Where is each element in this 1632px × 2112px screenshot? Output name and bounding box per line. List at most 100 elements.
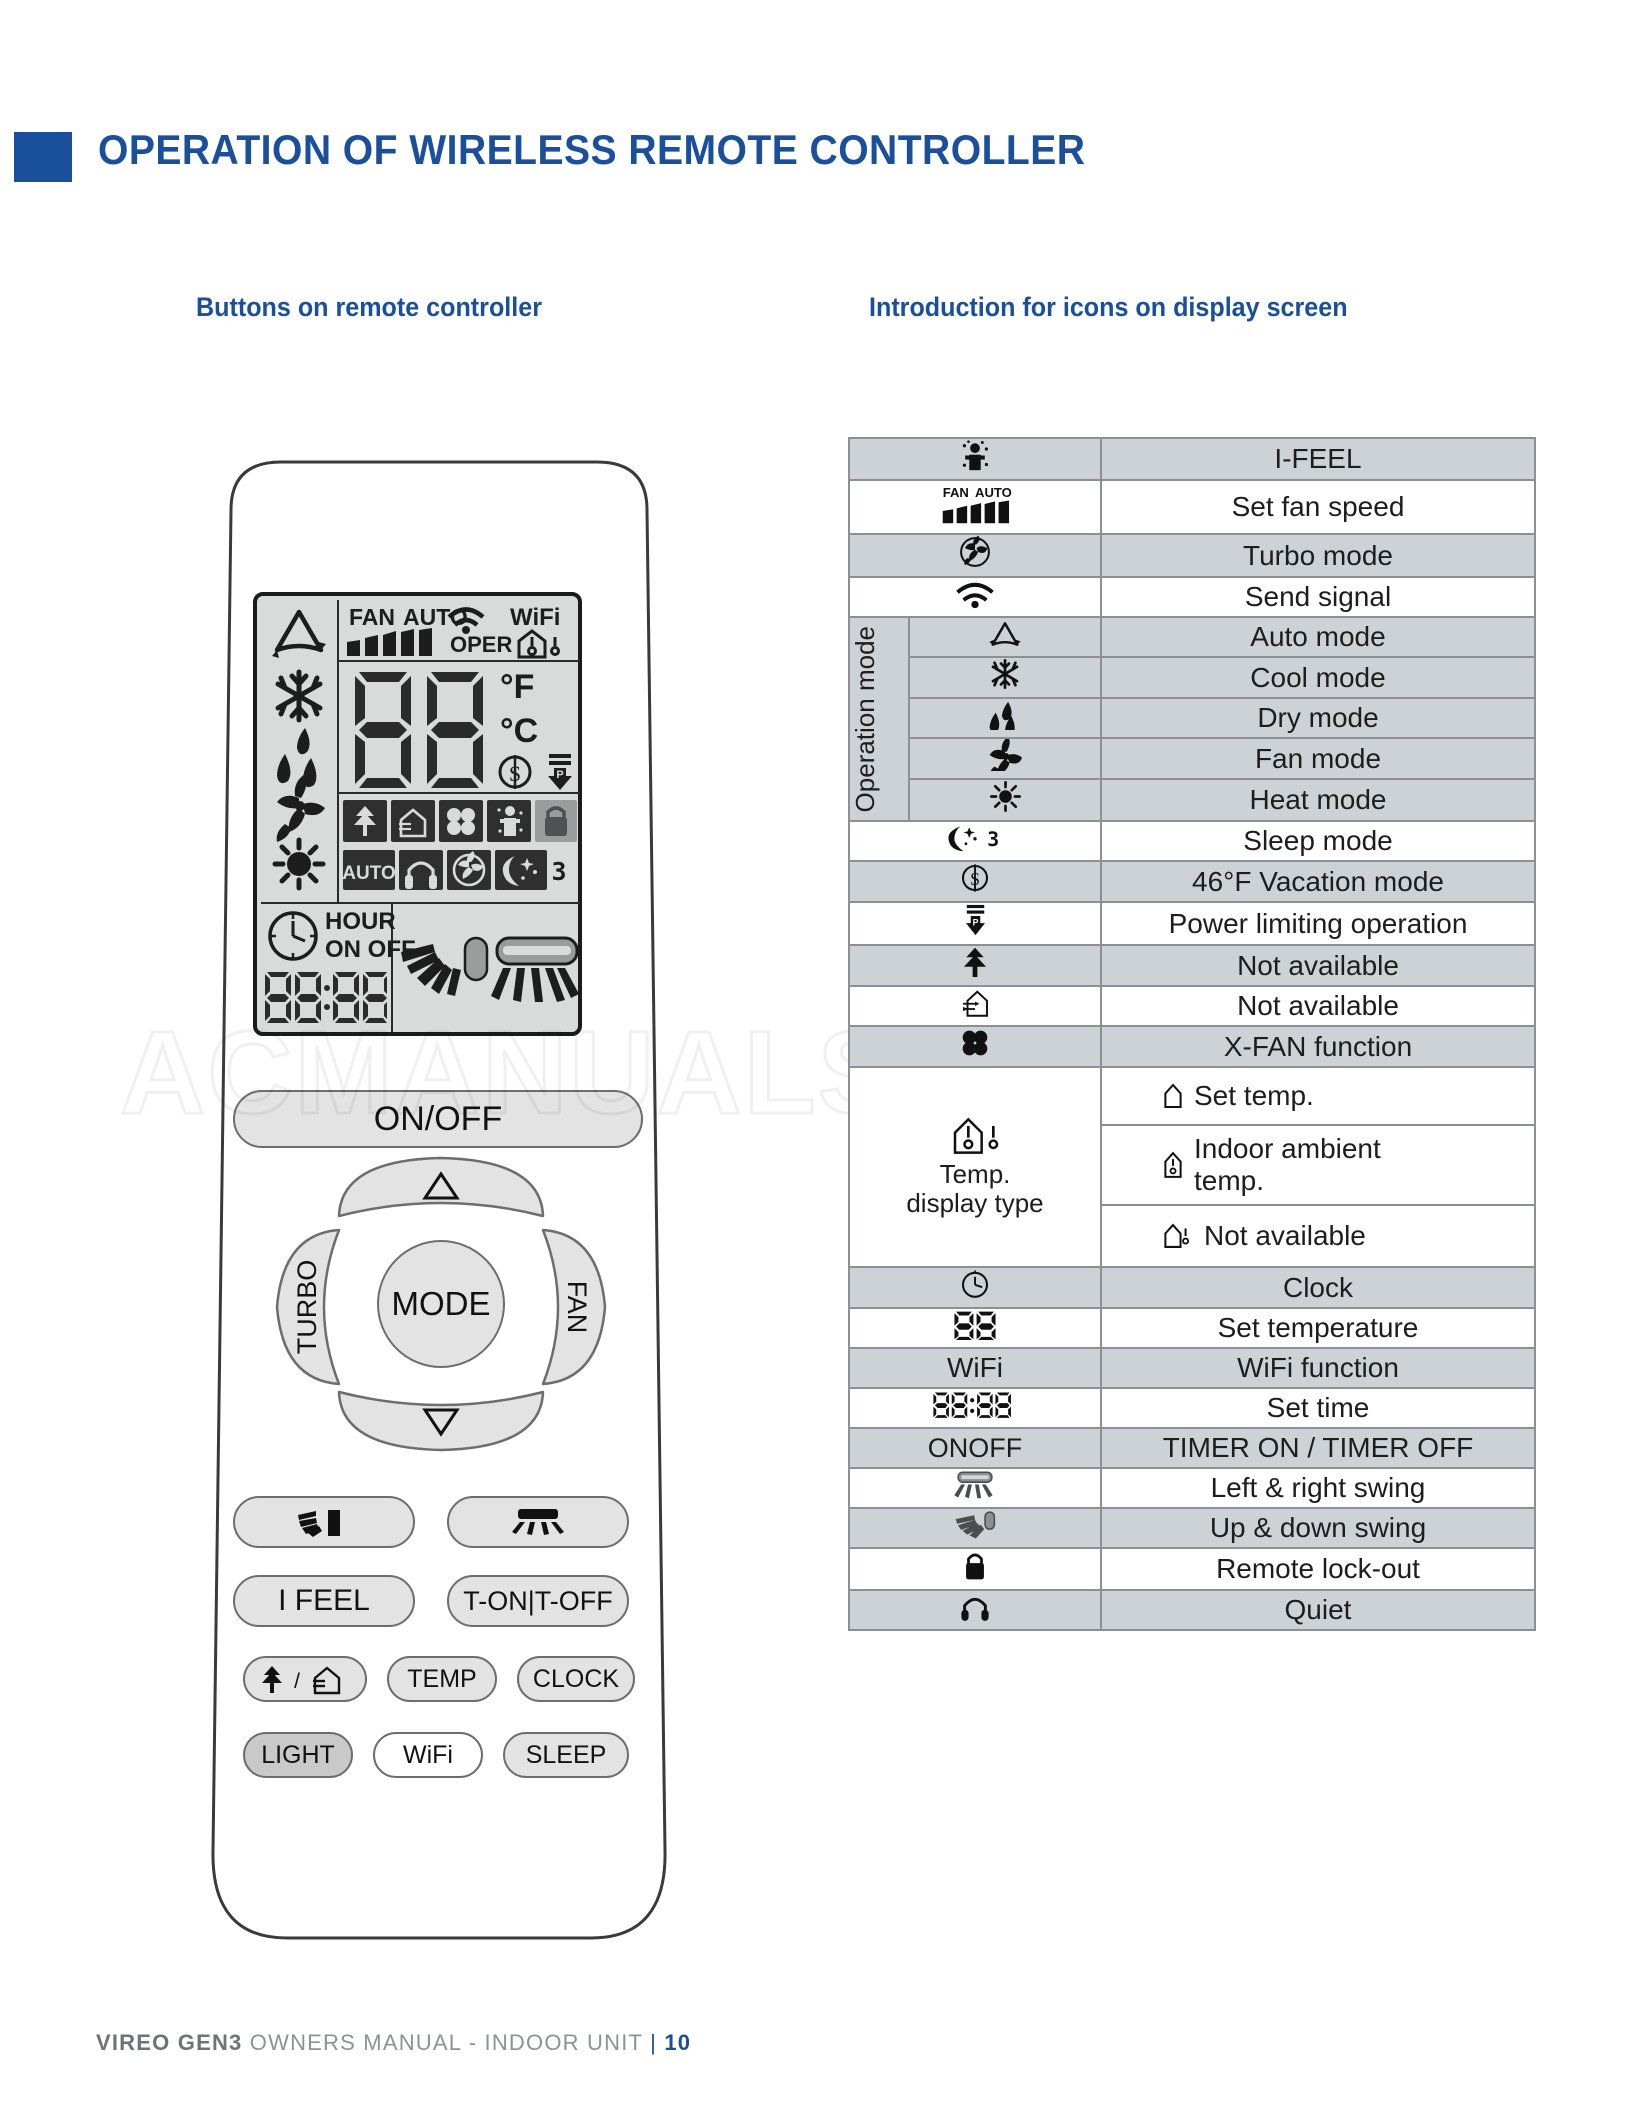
desc-cell: Not available bbox=[1100, 1204, 1536, 1268]
lcd-set-time-digits bbox=[265, 972, 387, 1023]
svg-text:FAN: FAN bbox=[943, 485, 969, 500]
clock-icon bbox=[961, 1270, 989, 1298]
footer-text: OWNERS MANUAL - INDOOR UNIT bbox=[249, 2030, 643, 2055]
tree-icon bbox=[963, 947, 987, 977]
remote-controller: FAN AUTO WiFi OPER bbox=[195, 440, 681, 1959]
light-button-label: LIGHT bbox=[261, 1740, 335, 1769]
power-limit-icon: P bbox=[965, 904, 985, 936]
onoff-button-label: ON/OFF bbox=[373, 1099, 503, 1138]
icon-cell-vacation: S bbox=[848, 860, 1102, 903]
table-row: Temp.display type Set temp. bbox=[848, 1066, 1536, 1268]
fan-speed-bars-icon: FAN AUTO bbox=[942, 485, 1012, 523]
lcd-unit-fahrenheit: °F bbox=[500, 668, 535, 706]
up-down-swing-icon bbox=[401, 936, 489, 996]
icon-cell-sleep-mode: 3 bbox=[848, 820, 1102, 862]
desc-text: Set temp. bbox=[1194, 1080, 1314, 1111]
house-exchange-icon bbox=[399, 808, 427, 838]
wifi-button[interactable]: WiFi bbox=[373, 1732, 483, 1778]
timer-button[interactable]: T-ON|T-OFF bbox=[447, 1575, 629, 1627]
fan-mode-icon bbox=[989, 736, 1022, 779]
left-right-swing-button-icon bbox=[512, 1509, 564, 1535]
dry-mode-icon bbox=[277, 728, 317, 788]
left-right-swing-icon bbox=[954, 1471, 993, 1499]
onoff-button[interactable]: ON/OFF bbox=[233, 1090, 643, 1148]
icon-cell-x-fan bbox=[848, 1025, 1102, 1068]
desc-cell: Auto mode bbox=[1100, 616, 1536, 658]
wifi-button-label: WiFi bbox=[403, 1740, 453, 1769]
lcd-send-signal-icon bbox=[447, 607, 485, 634]
left-right-swing-icon bbox=[491, 936, 579, 1002]
temp-button[interactable]: TEMP bbox=[387, 1656, 497, 1702]
heat-mode-icon bbox=[989, 781, 1021, 812]
up-down-swing-icon bbox=[955, 1511, 996, 1539]
svg-text:P: P bbox=[972, 918, 978, 928]
table-row: I-FEEL bbox=[848, 437, 1536, 481]
table-row: Not available bbox=[849, 1204, 1536, 1268]
fan-button[interactable]: FAN bbox=[527, 1224, 613, 1390]
icon-cell-onoff-text: ONOFF bbox=[848, 1427, 1102, 1469]
light-button[interactable]: LIGHT bbox=[243, 1732, 353, 1778]
icon-cell-power-limit: P bbox=[848, 901, 1102, 946]
desc-cell: Cool mode bbox=[1100, 656, 1536, 699]
down-button[interactable] bbox=[331, 1378, 551, 1458]
svg-text:/: / bbox=[294, 1670, 300, 1693]
ifeel-button[interactable]: I FEEL bbox=[233, 1575, 415, 1627]
lcd-onoff-label: ON OFF bbox=[325, 936, 416, 963]
desc-cell: Sleep mode bbox=[1100, 820, 1536, 862]
dollar-icon: S bbox=[961, 864, 989, 892]
power-limit-icon: P bbox=[548, 754, 572, 790]
icon-cell-quiet bbox=[848, 1589, 1102, 1631]
house-bar-dot-icon bbox=[1164, 1223, 1190, 1248]
table-row: 3 Sleep mode bbox=[848, 820, 1536, 862]
table-row: WiFi WiFi function bbox=[848, 1347, 1536, 1389]
lcd-feature-icons-row2: AUTO 3 bbox=[343, 850, 567, 890]
footer-separator: | bbox=[650, 2030, 658, 2055]
left-right-swing-button[interactable] bbox=[447, 1496, 629, 1548]
lcd-divider-timer bbox=[261, 902, 580, 904]
desc-cell: Set temperature bbox=[1100, 1307, 1536, 1349]
clock-button[interactable]: CLOCK bbox=[517, 1656, 635, 1702]
desc-cell: Power limiting operation bbox=[1100, 901, 1536, 946]
table-row: Remote lock-out bbox=[848, 1547, 1536, 1591]
lcd-swing-icons bbox=[401, 936, 579, 1002]
turbo-button[interactable]: TURBO bbox=[269, 1224, 355, 1390]
tree-icon bbox=[354, 806, 376, 836]
dollar-icon: S bbox=[498, 755, 532, 789]
icon-cell-tree bbox=[848, 944, 1102, 987]
table-row: Operation mode Auto mode bbox=[848, 616, 1536, 822]
svg-text:AUTO: AUTO bbox=[975, 485, 1012, 500]
temp-button-label: TEMP bbox=[407, 1664, 477, 1693]
mode-button[interactable]: MODE bbox=[377, 1240, 505, 1368]
group-label-temp-display: Temp.display type bbox=[848, 1066, 1102, 1268]
turbo-icon bbox=[452, 851, 486, 887]
table-row: Set temperature bbox=[848, 1307, 1536, 1349]
icon-cell-lock bbox=[848, 1547, 1102, 1591]
up-button[interactable] bbox=[331, 1150, 551, 1230]
lcd-sleep-digit: 3 bbox=[551, 857, 566, 886]
seg-88-icon bbox=[954, 1311, 996, 1340]
tree-house-button[interactable]: / bbox=[243, 1656, 367, 1702]
cool-mode-icon bbox=[991, 659, 1019, 689]
desc-cell: Send signal bbox=[1100, 576, 1536, 618]
house-plain-icon bbox=[1164, 1083, 1182, 1109]
svg-text:3: 3 bbox=[987, 828, 999, 851]
table-row: Not available bbox=[848, 944, 1536, 987]
lcd-wifi-label: WiFi bbox=[510, 604, 561, 631]
lcd-divider-status bbox=[337, 660, 580, 662]
icon-cell-cool-mode bbox=[908, 656, 1102, 699]
i-feel-icon bbox=[497, 806, 523, 836]
lcd-hour-label: HOUR bbox=[325, 908, 396, 935]
desc-cell: X-FAN function bbox=[1100, 1025, 1536, 1068]
sleep-button[interactable]: SLEEP bbox=[503, 1732, 629, 1778]
tree-house-button-icon: / bbox=[262, 1666, 341, 1695]
lock-icon bbox=[545, 806, 567, 836]
turbo-icon bbox=[960, 535, 990, 567]
house-exchange-icon bbox=[313, 1666, 341, 1695]
up-down-swing-button[interactable] bbox=[233, 1496, 415, 1548]
group-label-temp-display-text: Temp.display type bbox=[906, 1159, 1044, 1218]
table-row: Clock bbox=[848, 1266, 1536, 1309]
table-row: Cool mode bbox=[849, 656, 1536, 699]
turbo-button-label: TURBO bbox=[292, 1260, 322, 1355]
